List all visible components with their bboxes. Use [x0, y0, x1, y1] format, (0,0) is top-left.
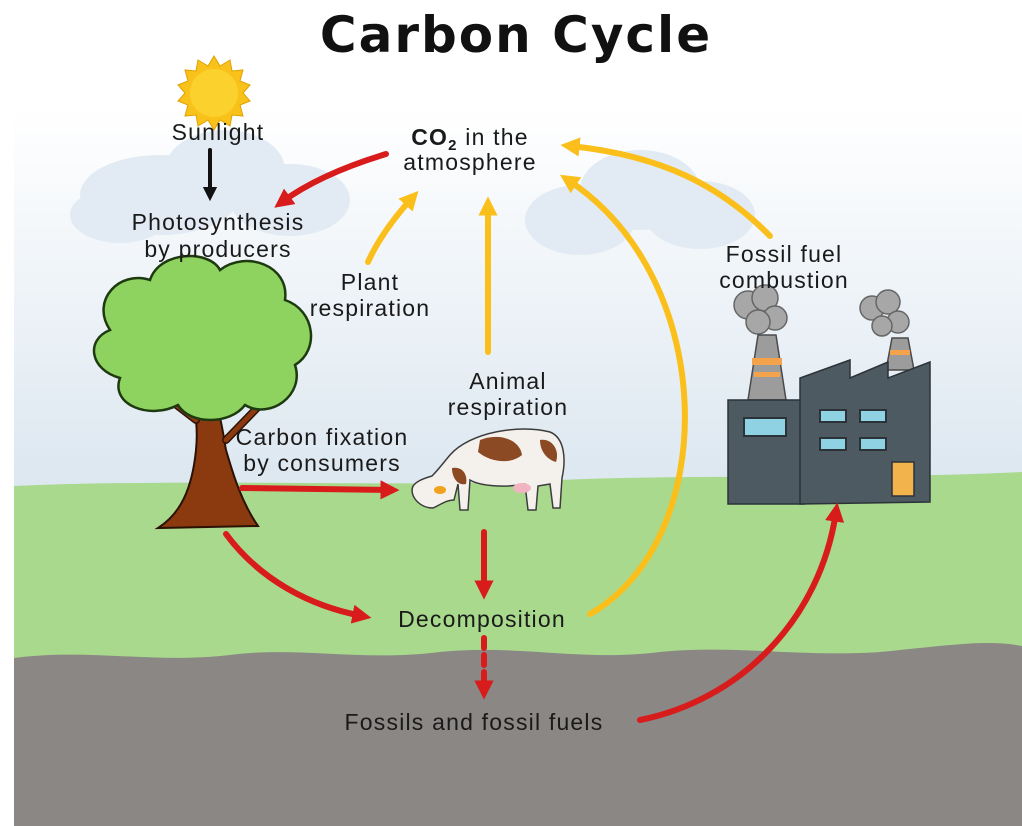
arrow-fossils-to-combustion — [637, 502, 845, 723]
tree-icon — [92, 254, 313, 530]
arrow-combustion-to-co2 — [560, 137, 773, 239]
label-carbon-fixation-line1: Carbon fixation — [236, 424, 409, 450]
label-plant-respiration-line1: Plant — [341, 269, 399, 295]
arrow-carbon-fixation — [239, 480, 400, 500]
arrow-decomposition-to-co2 — [559, 174, 688, 617]
soil-layer — [14, 643, 1022, 826]
co2-rest: in the — [458, 124, 529, 150]
label-co2-line1: CO2 in the — [411, 124, 529, 154]
label-decomposition: Decomposition — [398, 606, 566, 632]
label-co2-line2: atmosphere — [403, 149, 536, 175]
cow-icon — [411, 428, 565, 511]
factory-icon — [727, 284, 931, 505]
arrows — [202, 137, 845, 723]
label-animal-respiration-line2: respiration — [448, 394, 569, 420]
co2-formula: CO — [411, 124, 448, 150]
co2-subscript: 2 — [448, 137, 458, 154]
label-animal-respiration-line1: Animal — [469, 368, 547, 394]
arrow-plant-respiration — [365, 190, 419, 265]
label-plant-respiration-line2: respiration — [310, 295, 431, 321]
label-photosynthesis-line2: by producers — [144, 236, 291, 262]
label-sunlight: Sunlight — [172, 119, 265, 145]
sun-icon — [177, 55, 251, 131]
label-fossil-combustion-line1: Fossil fuel — [726, 241, 843, 267]
grass-field — [14, 472, 1022, 680]
label-fossils: Fossils and fossil fuels — [345, 709, 604, 735]
label-fossil-combustion-line2: combustion — [719, 267, 849, 293]
smoke-icon — [733, 284, 910, 337]
label-carbon-fixation-line2: by consumers — [243, 450, 401, 476]
page-title: Carbon Cycle — [320, 6, 712, 64]
label-photosynthesis-line1: Photosynthesis — [132, 209, 305, 235]
arrow-tree-to-decomposition — [223, 531, 372, 624]
arrow-co2-to-photosynthesis — [274, 151, 389, 208]
